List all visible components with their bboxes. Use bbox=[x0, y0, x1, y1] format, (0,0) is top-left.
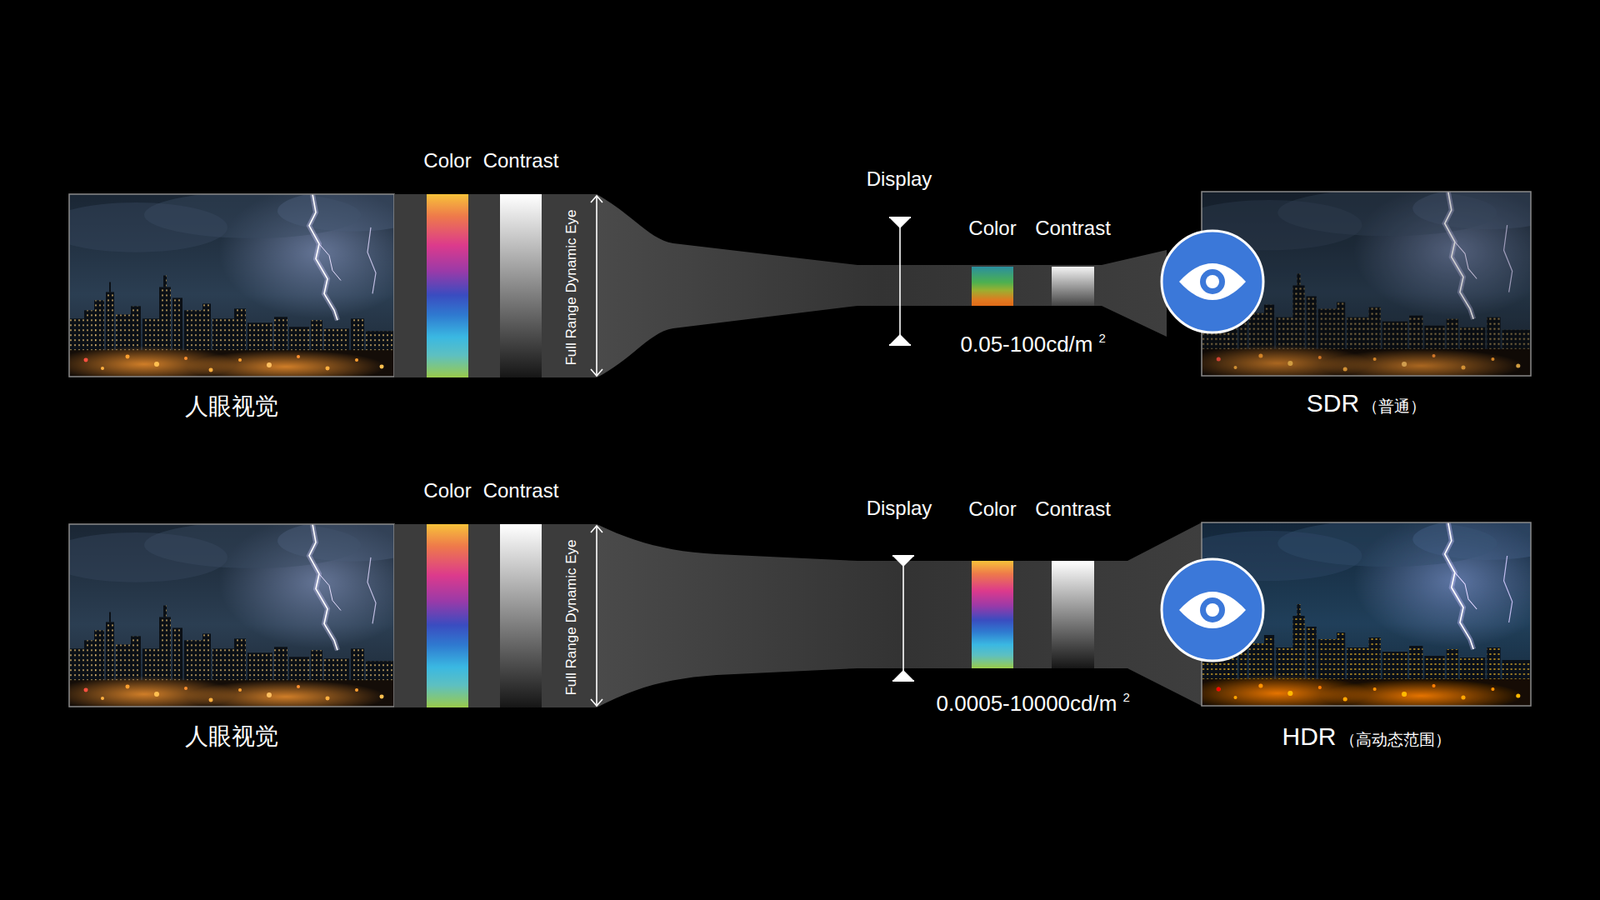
color-gamut-bar: Color bbox=[426, 524, 469, 708]
color-gamut-bar: Color bbox=[971, 266, 1014, 306]
contrast-bar: Contrast bbox=[500, 194, 542, 378]
caption-row: Contrast bbox=[483, 479, 560, 503]
bar-heading: Color bbox=[423, 149, 471, 173]
photo-frame bbox=[69, 524, 395, 707]
panel-caption: 人眼视觉 bbox=[185, 723, 279, 750]
panel-caption: 人眼视觉 bbox=[185, 393, 279, 420]
eye-icon bbox=[1161, 559, 1264, 661]
axis-label: Full Range Dynamic Eye bbox=[563, 209, 580, 365]
range-arrow bbox=[590, 525, 603, 706]
superscript: 2 bbox=[1098, 330, 1105, 345]
contrast-bar: Contrast bbox=[1051, 560, 1095, 669]
contrast-bar: Contrast bbox=[500, 524, 542, 708]
bar-heading: Contrast bbox=[1035, 497, 1111, 521]
eye-range-band bbox=[394, 194, 597, 378]
caption-row: Contrast bbox=[1035, 497, 1111, 521]
superscript: 2 bbox=[1122, 690, 1130, 705]
photo-panel: HDR（高动态范围） bbox=[1201, 522, 1531, 706]
caption-note: （普通） bbox=[1362, 397, 1426, 416]
color-gamut-bar: Color bbox=[971, 560, 1014, 669]
city-photo bbox=[1176, 183, 1565, 383]
display-range-marker bbox=[892, 555, 915, 681]
photo-frame bbox=[69, 194, 395, 377]
eye-icon bbox=[1161, 230, 1264, 333]
contrast-bar: Contrast bbox=[1051, 266, 1095, 306]
bar-heading: Color bbox=[968, 216, 1016, 240]
city-photo bbox=[44, 515, 428, 714]
sdr-row-artwork bbox=[44, 183, 1565, 384]
city-photo bbox=[44, 185, 428, 384]
bar-heading: Color bbox=[423, 479, 471, 503]
caption-row: HDR（高动态范围） bbox=[1282, 722, 1451, 752]
photo-panel: 人眼视觉 bbox=[69, 194, 395, 377]
bar-heading: Contrast bbox=[1035, 216, 1111, 240]
panel-caption: HDR bbox=[1282, 722, 1337, 752]
color-gamut-bar: Color bbox=[426, 194, 469, 378]
caption-row: SDR（普通） bbox=[1306, 389, 1426, 419]
luminance-range: 0.05-100cd/m bbox=[960, 332, 1094, 358]
caption-row: Contrast bbox=[483, 149, 560, 173]
caption-row: Color bbox=[968, 497, 1016, 521]
bar-heading: Contrast bbox=[483, 479, 560, 503]
caption-row: Color bbox=[423, 479, 471, 503]
axis-label: Full Range Dynamic Eye bbox=[563, 539, 580, 695]
caption-note: （高动态范围） bbox=[1340, 730, 1451, 750]
eye-range-band bbox=[394, 524, 597, 708]
caption-row: 人眼视觉 bbox=[185, 723, 279, 750]
hdr-photo-group bbox=[1176, 514, 1565, 713]
photo-panel: 人眼视觉 bbox=[69, 524, 395, 707]
caption-row: Color bbox=[423, 149, 471, 173]
range-funnel bbox=[596, 194, 1167, 378]
hdr-row-artwork bbox=[44, 514, 1565, 714]
display-label: Display bbox=[866, 167, 933, 191]
photo-panel: SDR（普通） bbox=[1201, 191, 1531, 376]
display-label: Display bbox=[866, 496, 933, 520]
bar-heading: Contrast bbox=[483, 149, 560, 173]
display-range-marker bbox=[889, 217, 911, 345]
bar-heading: Color bbox=[968, 497, 1016, 521]
panel-caption: SDR bbox=[1306, 389, 1360, 419]
range-arrow bbox=[590, 195, 603, 376]
caption-row: 人眼视觉 bbox=[185, 393, 279, 420]
range-funnel bbox=[596, 522, 1202, 708]
caption-row: Contrast bbox=[1035, 216, 1111, 240]
city-photo bbox=[1176, 514, 1565, 713]
caption-row: Color bbox=[968, 216, 1016, 240]
luminance-range: 0.0005-10000cd/m bbox=[936, 691, 1118, 717]
